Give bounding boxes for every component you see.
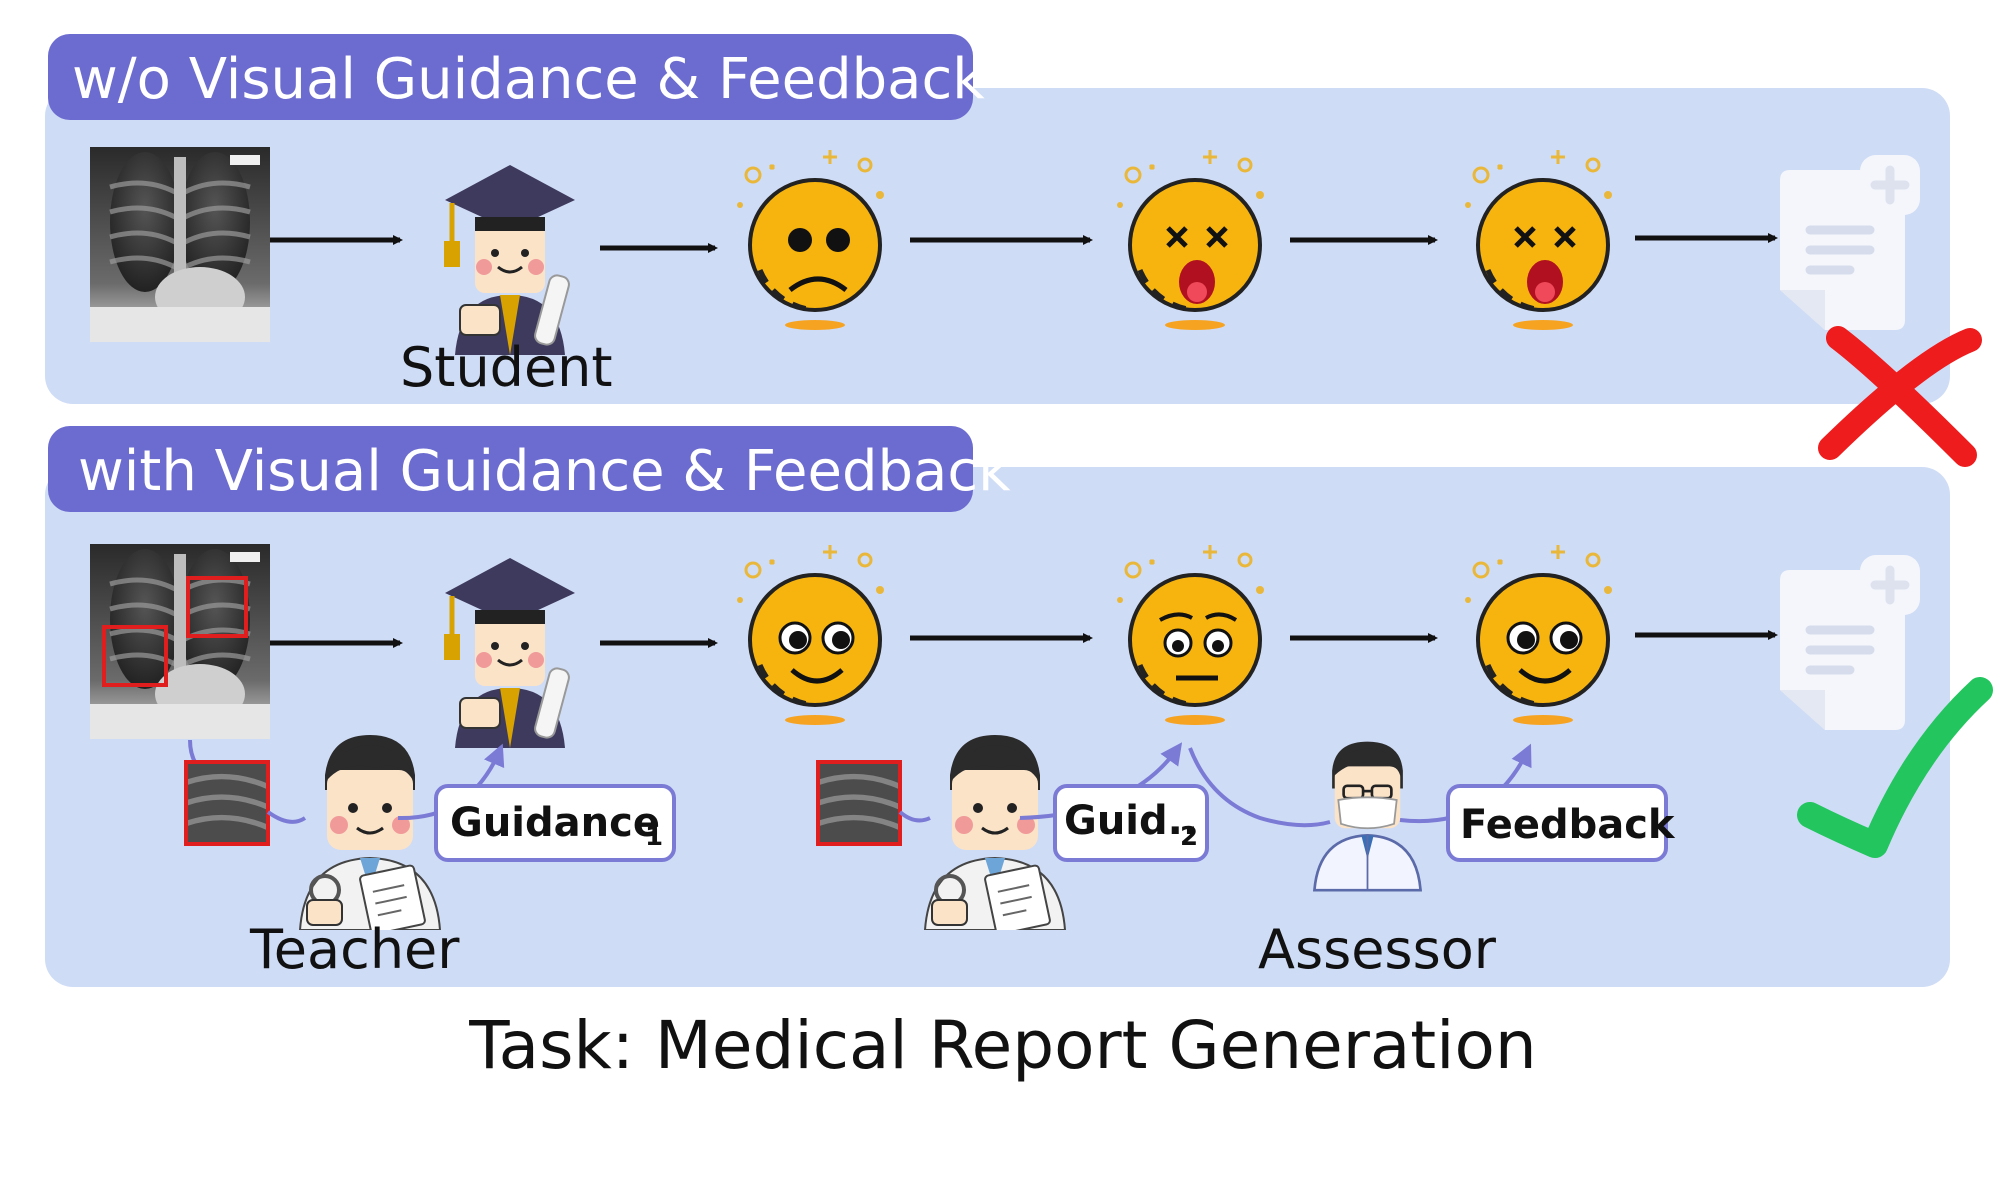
cropped-xray-patch bbox=[186, 762, 268, 844]
guidance-curve bbox=[266, 810, 307, 824]
guidance1-bubble: Guidance 1 bbox=[434, 784, 676, 862]
chest-xray-image bbox=[90, 147, 270, 342]
top-panel-tab bbox=[48, 34, 973, 120]
figure-caption: Task: Medical Report Generation bbox=[468, 1007, 1536, 1084]
feedback-bubble: Feedback bbox=[1446, 784, 1676, 862]
bottom-panel-tab bbox=[48, 426, 973, 512]
happy-face-icon bbox=[1465, 545, 1612, 725]
top-panel-title: w/o Visual Guidance & Feedback bbox=[72, 47, 985, 112]
dizzy-face-icon bbox=[1465, 150, 1612, 330]
chest-xray-image bbox=[90, 544, 270, 739]
roi-box bbox=[184, 760, 270, 846]
teacher-label: Teacher bbox=[249, 918, 460, 981]
neutral-face-icon bbox=[1117, 545, 1264, 725]
feedback-curve bbox=[1188, 747, 1331, 828]
happy-face-icon bbox=[737, 545, 884, 725]
dizzy-face-icon bbox=[1117, 150, 1264, 330]
guidance2-subscript: 2 bbox=[1180, 822, 1198, 852]
assessor-label: Assessor bbox=[1258, 918, 1497, 981]
medical-report-icon bbox=[1780, 555, 1920, 730]
cross-icon bbox=[1818, 326, 1982, 467]
roi-box bbox=[816, 760, 902, 846]
medical-report-icon bbox=[1780, 155, 1920, 330]
guidance2-bubble: Guid.. 2 bbox=[1053, 784, 1209, 862]
guidance1-text: Guidance bbox=[450, 800, 660, 846]
roi-box bbox=[102, 625, 168, 687]
cropped-xray-patch bbox=[818, 762, 900, 844]
feedback-text: Feedback bbox=[1460, 802, 1676, 848]
guidance1-subscript: 1 bbox=[645, 822, 663, 852]
roi-box bbox=[186, 576, 248, 638]
guidance2-text: Guid.. bbox=[1064, 798, 1198, 844]
student-label: Student bbox=[400, 336, 613, 399]
sad-face-icon bbox=[737, 150, 884, 330]
bottom-panel: with Visual Guidance & Feedback bbox=[45, 426, 1993, 987]
check-icon bbox=[1797, 677, 1993, 858]
guidance-curve bbox=[898, 810, 931, 823]
top-panel-background bbox=[45, 88, 1950, 404]
bottom-panel-title: with Visual Guidance & Feedback bbox=[78, 439, 1011, 504]
top-panel: w/o Visual Guidance & Feedback Student bbox=[45, 34, 1982, 467]
